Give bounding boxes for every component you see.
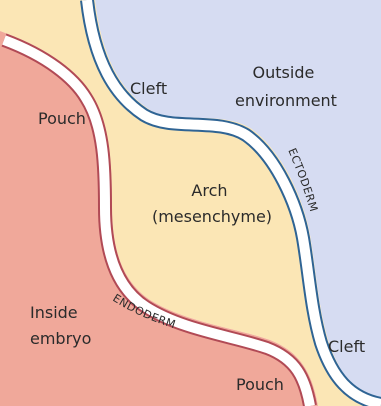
- pouch-bottom-label: Pouch: [236, 375, 284, 394]
- cleft-bottom-label: Cleft: [328, 337, 365, 356]
- cleft-top-label: Cleft: [130, 79, 167, 98]
- pouch-top-label: Pouch: [38, 109, 86, 128]
